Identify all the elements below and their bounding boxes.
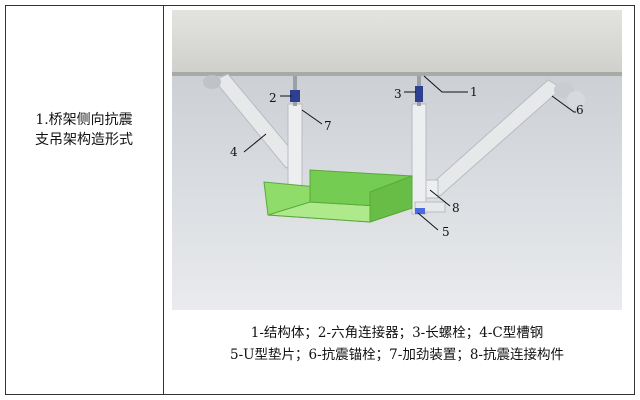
hex-connector — [290, 90, 300, 102]
leader-4 — [243, 133, 267, 153]
callout-5: 5 — [442, 225, 450, 239]
u-washer — [415, 208, 425, 214]
callout-1: 1 — [470, 85, 478, 99]
leader-1 — [423, 75, 468, 93]
leader-5 — [417, 212, 439, 231]
right-anchor — [554, 82, 574, 98]
left-anchor — [203, 75, 221, 89]
row-title: 1.桥架侧向抗震 支吊架构造形式 — [8, 110, 160, 150]
table-frame — [5, 5, 635, 395]
legend-line-1: 1-结构体；2-六角连接器；3-长螺栓；4-C型槽钢 — [250, 325, 544, 341]
seismic-support-illustration: 1 2 3 4 5 6 7 8 — [172, 10, 622, 310]
component-legend: 1-结构体；2-六角连接器；3-长螺栓；4-C型槽钢 5-U型垫片；6-抗震锚栓… — [172, 322, 622, 366]
callout-leaders — [243, 75, 576, 231]
right-anchor-nut — [567, 91, 585, 109]
callout-2: 2 — [269, 91, 277, 105]
column-divider — [163, 5, 164, 395]
row-title-line-1: 1.桥架侧向抗震 — [35, 112, 133, 128]
leader-6 — [551, 95, 576, 113]
callout-3: 3 — [394, 87, 402, 101]
callout-4: 4 — [230, 145, 238, 159]
ceiling-slab — [172, 10, 622, 74]
seismic-connector — [414, 201, 446, 213]
long-bolt — [415, 86, 423, 102]
leader-8 — [429, 189, 451, 207]
callout-8: 8 — [452, 201, 460, 215]
leader-7 — [301, 109, 323, 125]
ceiling-edge — [172, 72, 622, 76]
callout-7: 7 — [324, 119, 332, 133]
legend-line-2: 5-U型垫片；6-抗震锚栓；7-加劲装置；8-抗震连接构件 — [230, 347, 564, 363]
row-title-line-2: 支吊架构造形式 — [35, 132, 133, 148]
callout-6: 6 — [576, 103, 584, 117]
tray-right-wall — [369, 175, 413, 223]
right-vertical-channel — [411, 103, 427, 215]
